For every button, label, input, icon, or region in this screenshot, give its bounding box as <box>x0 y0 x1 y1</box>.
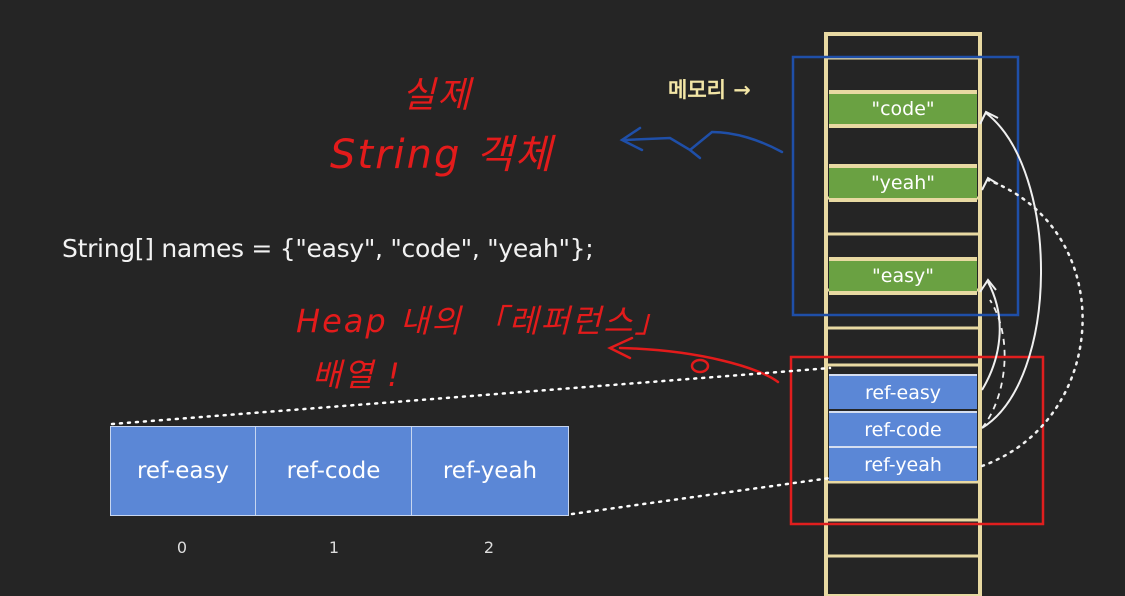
heap-string-easy: "easy" <box>829 257 977 295</box>
array-cell-0: ref-easy <box>110 426 256 516</box>
string-objects-box <box>791 55 1020 317</box>
ref-arrowheads <box>979 110 999 293</box>
red-arrow <box>607 336 780 384</box>
heap-string-code: "code" <box>829 90 977 128</box>
array-index-2: 2 <box>483 538 495 557</box>
memory-slot-dividers <box>826 56 980 558</box>
annotation-string-objects: String 객체 <box>330 132 554 178</box>
heap-ref-code: ref-code <box>829 411 977 446</box>
heap-ref-yeah: ref-yeah <box>829 446 977 481</box>
annotation-actual: 실제 <box>402 75 473 116</box>
blue-arrow <box>619 126 784 160</box>
ref-arrows <box>980 112 1084 468</box>
dotted-connectors <box>110 366 832 516</box>
annotation-heap-ref-array-line2: 배열 ! <box>312 356 402 394</box>
array-index-1: 1 <box>328 538 340 557</box>
heap-string-yeah: "yeah" <box>829 164 977 202</box>
array-index-0: 0 <box>176 538 188 557</box>
array-cell-1: ref-code <box>255 426 412 516</box>
heap-ref-easy: ref-easy <box>829 374 977 409</box>
code-line: String[] names = {"easy", "code", "yeah"… <box>62 234 594 263</box>
annotation-heap-ref-array-line1: Heap 내의 「레퍼런스」 <box>296 302 669 340</box>
memory-label: 메모리 → <box>668 78 751 102</box>
array-cell-2: ref-yeah <box>411 426 569 516</box>
heap-ref-array-box <box>789 355 1045 526</box>
